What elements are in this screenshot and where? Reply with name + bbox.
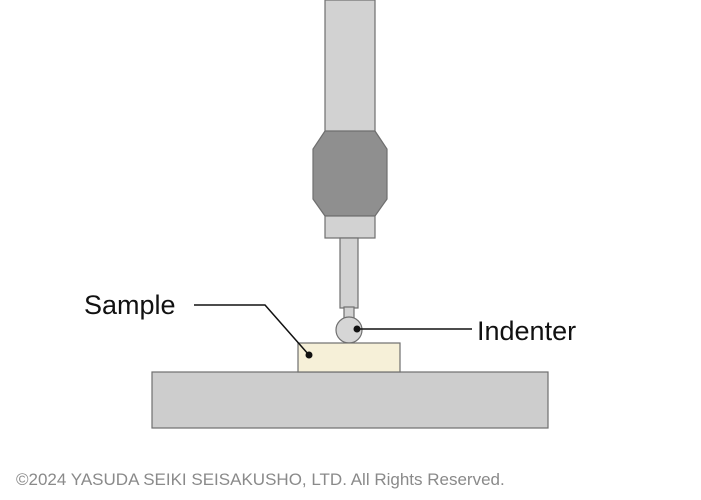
indenter-label: Indenter	[477, 316, 576, 346]
base-plate	[151, 371, 549, 429]
sample-leader-dot	[305, 351, 313, 359]
sample-label: Sample	[84, 290, 176, 320]
sample-leader-line	[194, 304, 310, 356]
copyright-notice: ©2024 YASUDA SEIKI SEISAKUSHO, LTD. All …	[16, 470, 505, 489]
lower-neck	[324, 215, 376, 239]
upper-shaft	[324, 0, 376, 136]
indenter-rod	[339, 237, 359, 309]
sample-block	[297, 342, 401, 373]
indenter-leader-dot	[353, 325, 361, 333]
collar	[312, 130, 388, 217]
